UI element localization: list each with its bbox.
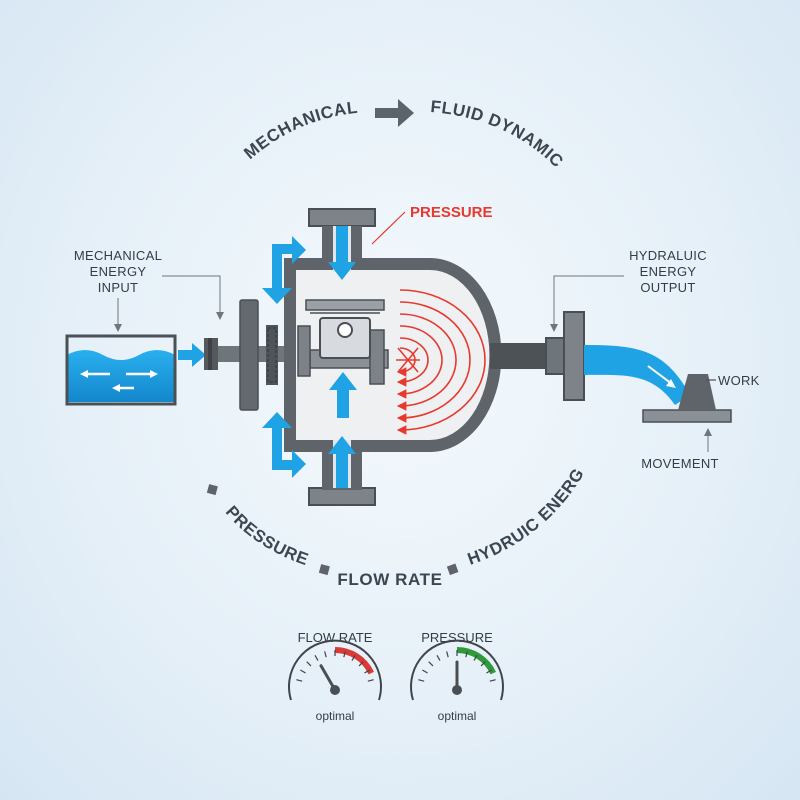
gauge-title: FLOW RATE	[298, 630, 373, 645]
arc-label-fluid-dynamics: FLUID DYNAMICS	[0, 0, 567, 171]
gauge-tick	[306, 661, 312, 667]
inflow-arrows	[262, 226, 357, 488]
arc-label-flow-rate: FLOW RATE	[337, 570, 442, 589]
pressure-gauge: PRESSURE optimal	[410, 630, 504, 723]
bullet-icon	[318, 564, 330, 576]
arc-label-pressure: PRESSURE	[222, 502, 311, 569]
water-stream	[584, 345, 690, 405]
gauge-tick	[480, 661, 486, 667]
callout-leader	[162, 275, 224, 320]
pressure-swirl	[396, 289, 486, 435]
hyd-output-line1: HYDRALUIC	[629, 248, 707, 263]
work-label: WORK	[718, 373, 760, 388]
hyd-output-line2: ENERGY	[640, 264, 697, 279]
callout-leader	[371, 211, 406, 245]
gauge-tick	[358, 661, 364, 667]
mech-input-line1: MECHANICAL	[74, 248, 162, 263]
piston	[297, 299, 389, 385]
flow-arrow-icon	[178, 343, 206, 367]
gauge-tick	[436, 655, 441, 661]
gauge-tick	[367, 679, 374, 682]
pressure-callout: PRESSURE	[410, 204, 493, 221]
gauge-tick	[418, 679, 425, 682]
gauge-tick	[465, 651, 468, 658]
bullet-icon	[206, 484, 218, 496]
movement-label: MOVEMENT	[641, 456, 719, 471]
water-tank	[65, 334, 177, 406]
bullet-icon	[446, 563, 459, 576]
mech-input-line2: ENERGY	[90, 264, 147, 279]
gauge-caption: optimal	[316, 709, 355, 723]
outlet-pipe	[490, 311, 585, 401]
gauge-title: PRESSURE	[421, 630, 493, 645]
gauge-accent-arc	[334, 647, 374, 675]
gauge-tick	[473, 655, 478, 661]
gauge-tick	[314, 655, 319, 661]
gauge-tick	[324, 651, 327, 658]
flow-rate-gauge: FLOW RATE optimal	[288, 630, 382, 723]
callout-leader	[550, 275, 624, 332]
gauge-accent-arc	[456, 647, 496, 675]
work-block	[642, 374, 732, 423]
gauge-tick	[446, 651, 449, 658]
gauge-tick	[486, 669, 492, 674]
gauge-tick	[364, 669, 370, 674]
gauge-tick	[489, 679, 496, 682]
arc-label-mechanical: MECHANICAL	[240, 98, 359, 163]
mech-input-line3: INPUT	[98, 280, 139, 295]
arrow-right-icon	[375, 99, 414, 127]
gauge-tick	[428, 661, 434, 667]
hyd-output-line3: OUTPUT	[640, 280, 695, 295]
gauge-tick	[422, 669, 428, 674]
gauge-tick	[296, 679, 303, 682]
gauge-caption: optimal	[438, 709, 477, 723]
gauge-tick	[300, 669, 306, 674]
gauge-tick	[351, 655, 356, 661]
gauge-tick	[343, 651, 346, 658]
